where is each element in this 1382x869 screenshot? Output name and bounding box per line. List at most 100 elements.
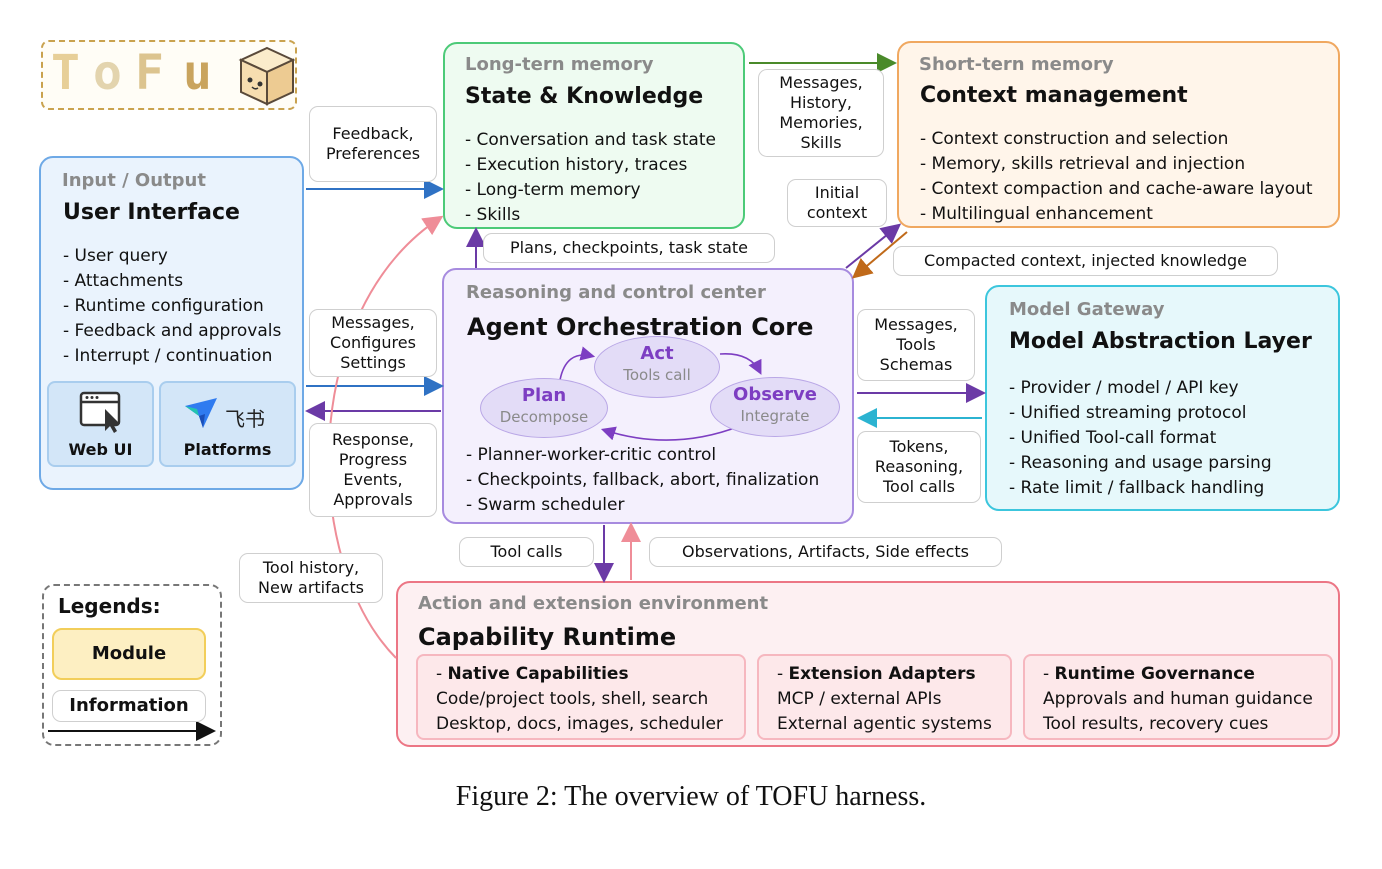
label-line: Memories, (779, 113, 863, 132)
group-prefix: - (1043, 664, 1055, 684)
label-line: Feedback, (332, 124, 414, 143)
label-to-model: Messages, Tools Schemas (857, 309, 975, 381)
orchestration-item-list: - Planner-worker-critic control - Checkp… (466, 443, 819, 518)
module-title: Capability Runtime (418, 623, 677, 651)
label-messages-configures: Messages, Configures Settings (309, 309, 437, 377)
group-heading: Native Capabilities (447, 664, 629, 684)
module-subtitle: Reasoning and control center (466, 282, 766, 303)
group-heading: Extension Adapters (788, 664, 976, 684)
label-line: Messages, (779, 73, 863, 92)
module-title: Model Abstraction Layer (1009, 329, 1312, 354)
label-line: New artifacts (258, 578, 364, 597)
module-title: Context management (920, 83, 1188, 108)
figure-caption: Figure 2: The overview of TOFU harness. (455, 781, 927, 812)
logo-letter-t: T (51, 45, 80, 101)
logo-letter-f: F (135, 45, 164, 101)
label-line: Compacted context, injected knowledge (924, 251, 1247, 270)
logo-letter-o: o (93, 45, 122, 101)
web-ui-label: Web UI (68, 440, 133, 459)
list-item: - Checkpoints, fallback, abort, finaliza… (466, 470, 820, 490)
label-line: Plans, checkpoints, task state (510, 238, 748, 257)
label-line: Configures (330, 333, 416, 352)
feishu-logo-icon (185, 398, 217, 428)
module-subtitle: Input / Output (62, 170, 206, 191)
platforms-tile: 飞书 Platforms (159, 381, 296, 467)
context-management-module: Short-tern memory Context management - C… (897, 41, 1340, 228)
list-item: - Execution history, traces (465, 155, 688, 175)
module-title: User Interface (63, 200, 240, 225)
web-ui-tile: Web UI (47, 381, 154, 467)
list-item: - Planner-worker-critic control (466, 445, 717, 465)
observe-desc: Integrate (740, 407, 810, 425)
orchestration-core-module: Reasoning and control center Agent Orche… (442, 268, 854, 524)
arrow-compacted (851, 231, 908, 279)
logo-letter-u: u (183, 45, 212, 101)
label-line: Settings (340, 353, 406, 372)
label-feedback-preferences: Feedback, Preferences (309, 106, 437, 182)
list-item: - Interrupt / continuation (63, 346, 273, 366)
plan-node: Plan Decompose (480, 378, 608, 438)
label-line: Observations, Artifacts, Side effects (682, 542, 969, 561)
label-line: Tools (896, 335, 936, 354)
model-item-list: - Provider / model / API key - Unified s… (1009, 376, 1272, 501)
group-line: Approvals and human guidance (1043, 689, 1313, 709)
model-abstraction-module: Model Gateway Model Abstraction Layer - … (985, 285, 1340, 511)
label-line: Tool calls (883, 477, 955, 496)
list-item: - Provider / model / API key (1009, 378, 1239, 398)
platforms-label: Platforms (183, 440, 272, 459)
plan-desc: Decompose (499, 408, 589, 426)
module-title: State & Knowledge (465, 84, 704, 109)
tofu-cube-icon (238, 46, 296, 106)
group-prefix: - (436, 664, 448, 684)
module-subtitle: Short-tern memory (919, 54, 1114, 75)
label-compacted-context: Compacted context, injected knowledge (893, 246, 1278, 276)
capability-runtime-module: Action and extension environment Capabil… (396, 581, 1340, 747)
list-item: - Reasoning and usage parsing (1009, 453, 1272, 473)
act-label: Act (640, 343, 674, 364)
label-line: Events, (343, 470, 403, 489)
tofu-logo: T o F u (41, 40, 297, 110)
state-knowledge-module: Long-tern memory State & Knowledge - Con… (443, 42, 745, 229)
label-line: context (806, 203, 868, 222)
label-from-model: Tokens, Reasoning, Tool calls (857, 431, 981, 503)
group-line: Code/project tools, shell, search (436, 689, 709, 709)
label-line: Initial (814, 183, 860, 202)
list-item: - Runtime configuration (63, 296, 264, 316)
list-item: - Swarm scheduler (466, 495, 625, 515)
label-observations: Observations, Artifacts, Side effects (649, 537, 1002, 567)
list-item: - Unified streaming protocol (1009, 403, 1247, 423)
label-line: Tool calls (490, 542, 563, 561)
list-item: - Attachments (63, 271, 184, 291)
label-mem-to-ctx: Messages, History, Memories, Skills (758, 69, 884, 157)
list-item: - Multilingual enhancement (920, 204, 1153, 224)
legend: Legends: Module Information (42, 584, 222, 746)
label-line: Tokens, (889, 437, 949, 456)
legend-information: Information (52, 690, 206, 722)
label-response-progress: Response, Progress Events, Approvals (309, 423, 437, 517)
group-line: Tool results, recovery cues (1043, 714, 1269, 734)
label-line: Messages, (874, 315, 958, 334)
list-item: - Memory, skills retrieval and injection (920, 154, 1246, 174)
legend-title: Legends: (58, 594, 161, 618)
observe-node: Observe Integrate (710, 377, 840, 437)
group-line: MCP / external APIs (777, 689, 942, 709)
list-item: - Conversation and task state (465, 130, 716, 150)
list-item: - Feedback and approvals (63, 321, 282, 341)
act-node: Act Tools call (594, 336, 720, 398)
list-item: - Unified Tool-call format (1009, 428, 1217, 448)
extension-adapters-group: - Extension Adapters MCP / external APIs… (757, 654, 1012, 740)
plan-label: Plan (521, 385, 567, 406)
group-line: External agentic systems (777, 714, 992, 734)
user-interface-module: Input / Output User Interface - User que… (39, 156, 304, 490)
act-desc: Tools call (623, 366, 691, 384)
label-tool-history: Tool history, New artifacts (239, 553, 383, 603)
runtime-governance-group: - Runtime Governance Approvals and human… (1023, 654, 1333, 740)
list-item: - Context construction and selection (920, 129, 1229, 149)
feishu-label: 飞书 (225, 407, 265, 431)
label-line: Tool history, (262, 558, 360, 577)
module-subtitle: Action and extension environment (418, 593, 769, 614)
module-subtitle: Model Gateway (1009, 299, 1165, 320)
label-line: Messages, (331, 313, 415, 332)
